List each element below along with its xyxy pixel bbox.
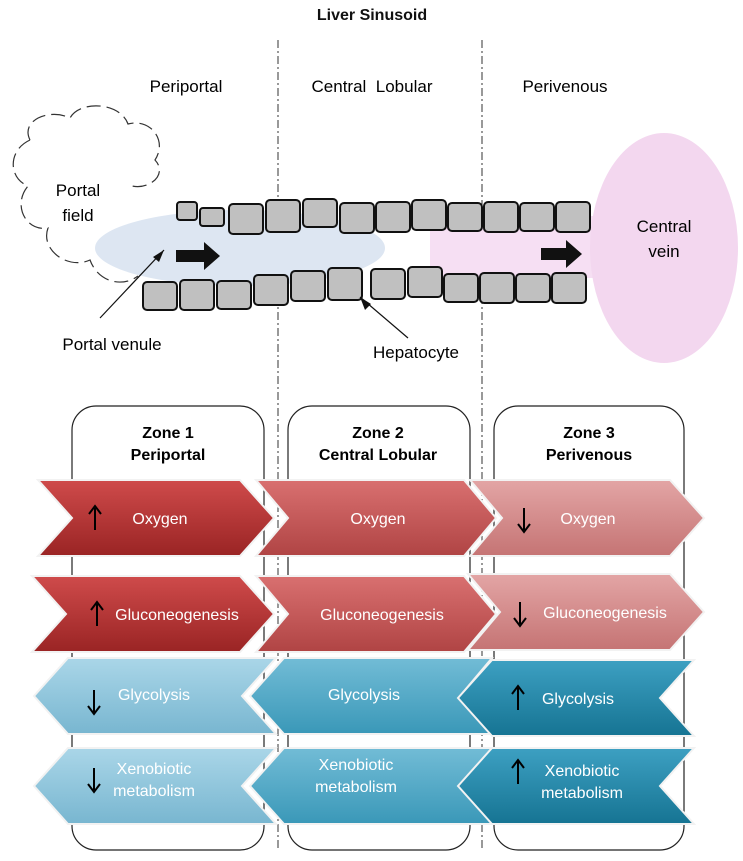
oxygen-label-zone-3: Oxygen [560,511,615,528]
gluconeogenesis-zone-1-chevron: Gluconeogenesis [29,575,276,653]
arrow-up-icon [90,600,104,626]
central-vein [590,133,738,363]
hepatocyte-row-top [176,198,591,235]
oxygen-label-zone-2: Oxygen [350,511,405,528]
gluconeogenesis-label-zone-1: Gluconeogenesis [115,607,239,624]
glycolysis-row: Glycolysis Glycolysis Glycolysis [32,657,697,737]
arrow-up-icon [511,684,525,710]
portal-field-label-1: Portal [56,181,100,200]
xenobiotic-label-zone-2-line2: metabolism [315,779,397,796]
oxygen-zone-3-chevron: Oxygen [467,479,706,557]
xenobiotic-label-zone-3-line1: Xenobiotic [545,763,620,780]
gluconeogenesis-zone-3-chevron: Gluconeogenesis [465,573,706,651]
xenobiotic-label-zone-1-line2: metabolism [113,783,195,800]
zone-1-subtitle: Periportal [131,447,206,464]
glycolysis-zone-1-chevron: Glycolysis [32,657,279,735]
arrow-down-icon [87,690,101,716]
portal-venule-pointer [99,249,165,319]
hepatocyte-label: Hepatocyte [373,343,459,362]
xenobiotic-zone-1-chevron: Xenobiotic metabolism [32,747,279,825]
glycolysis-label-zone-3: Glycolysis [542,691,614,708]
arrow-down-icon [87,768,101,794]
glycolysis-zone-2-chevron: Glycolysis [248,657,495,735]
hepatocyte-row-bottom [142,266,587,311]
region-perivenous: Perivenous [522,77,607,96]
gluconeogenesis-row: Gluconeogenesis Gluconeogenesis Gluconeo… [29,573,706,653]
region-central-lobular: Central Lobular [312,77,433,96]
arrow-up-icon [511,758,525,784]
zone-3-title: Zone 3 [563,425,615,442]
oxygen-zone-1-chevron: Oxygen [35,479,276,557]
oxygen-row: Oxygen Oxygen Oxygen [35,479,706,557]
central-vein-label-2: vein [648,242,679,261]
xenobiotic-label-zone-2-line1: Xenobiotic [319,757,394,774]
gluconeogenesis-zone-2-chevron: Gluconeogenesis [253,575,498,653]
oxygen-label-zone-1: Oxygen [132,511,187,528]
arrow-down-icon [517,508,531,534]
diagram-title: Liver Sinusoid [317,7,427,24]
portal-venule-pointer-head [153,250,164,262]
glycolysis-label-zone-1: Glycolysis [118,687,190,704]
gluconeogenesis-label-zone-2: Gluconeogenesis [320,607,444,624]
region-periportal: Periportal [150,77,223,96]
zone-2-subtitle: Central Lobular [319,447,437,464]
zone-1-title: Zone 1 [142,425,194,442]
oxygen-zone-2-chevron: Oxygen [253,479,498,557]
zone-3-subtitle: Perivenous [546,447,632,464]
xenobiotic-label-zone-1-line1: Xenobiotic [117,761,192,778]
flow-arrow-icon [176,242,220,270]
hepatocyte-pointer-head [360,297,371,310]
flow-arrow-icon [541,240,582,268]
central-vein-label-1: Central [637,217,692,236]
glycolysis-label-zone-2: Glycolysis [328,687,400,704]
xenobiotic-row: Xenobiotic metabolism Xenobiotic metabol… [32,747,697,825]
glycolysis-zone-3-chevron: Glycolysis [456,659,697,737]
gluconeogenesis-label-zone-3: Gluconeogenesis [543,605,667,622]
portal-blood-area [95,210,385,286]
arrow-up-icon [88,504,102,530]
xenobiotic-zone-2-chevron: Xenobiotic metabolism [248,747,495,825]
zone-2-title: Zone 2 [352,425,404,442]
portal-field-label-2: field [62,206,93,225]
xenobiotic-label-zone-3-line2: metabolism [541,785,623,802]
xenobiotic-zone-3-chevron: Xenobiotic metabolism [456,747,697,825]
portal-field-cloud [12,105,161,283]
portal-venule-label: Portal venule [62,335,161,354]
arrow-down-icon [513,602,527,628]
